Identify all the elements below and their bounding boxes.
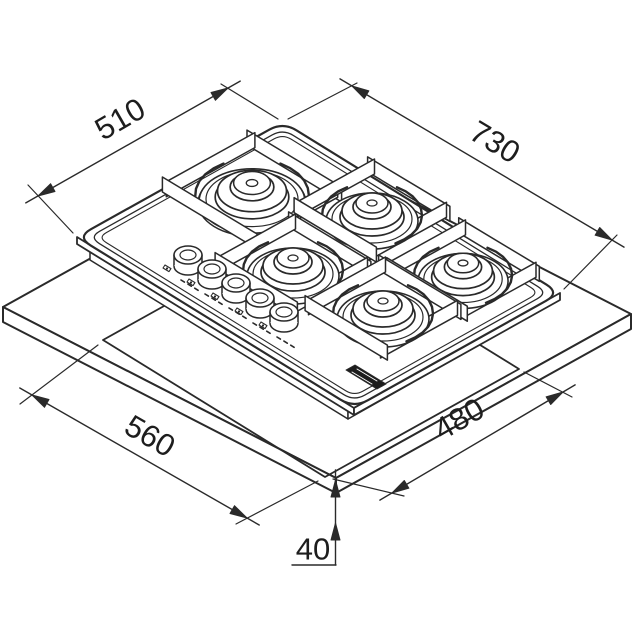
dimension-line [25, 80, 241, 204]
burner-indicator-icon [258, 321, 268, 330]
dimension-line [379, 384, 576, 501]
extension-line [563, 234, 618, 290]
arrowhead-icon [37, 183, 56, 197]
arrowhead-icon [31, 394, 50, 408]
burner-indicator-icon [234, 307, 244, 316]
support-fin [304, 294, 389, 361]
dimension-label-hob-width: 730 [464, 114, 526, 171]
arrowhead-icon [210, 87, 229, 101]
burners [161, 129, 541, 361]
arrowhead-icon [594, 227, 613, 241]
extension-line [220, 83, 279, 120]
arrowhead-icon [351, 85, 370, 99]
extension-line [287, 82, 358, 120]
extension-line [523, 371, 573, 398]
extension-line [27, 184, 74, 234]
brand-badge [345, 364, 387, 390]
hob-rim-inner-1 [93, 131, 544, 399]
burner-indicator-icon [162, 264, 172, 273]
extension-line [332, 478, 405, 497]
dimension-label-worktop-thickness: 40 [296, 532, 330, 567]
dimension-line [19, 387, 260, 526]
extension-line [19, 344, 99, 405]
dimension-label-cutout-width: 560 [119, 408, 181, 464]
support-fin [377, 254, 462, 321]
burner-indicator-icon [210, 292, 220, 301]
extension-line [235, 480, 319, 525]
support-fin [161, 176, 258, 250]
arrowhead-icon [391, 480, 410, 494]
support-fin [366, 156, 451, 223]
arrowhead-icon [545, 391, 564, 405]
arrowhead-icon [330, 479, 341, 498]
brand-badge-text [351, 368, 378, 385]
dimension-label-hob-depth: 510 [89, 91, 151, 147]
arrowhead-icon [330, 522, 341, 541]
support-fin [457, 217, 541, 283]
control-knobs [162, 245, 299, 349]
burner-indicator-icon [186, 278, 196, 287]
arrowhead-icon [229, 505, 248, 519]
dimension-line [339, 78, 625, 248]
support-fin [293, 196, 378, 263]
hob-rim-inner-2 [101, 135, 536, 395]
support-fin [287, 211, 372, 278]
